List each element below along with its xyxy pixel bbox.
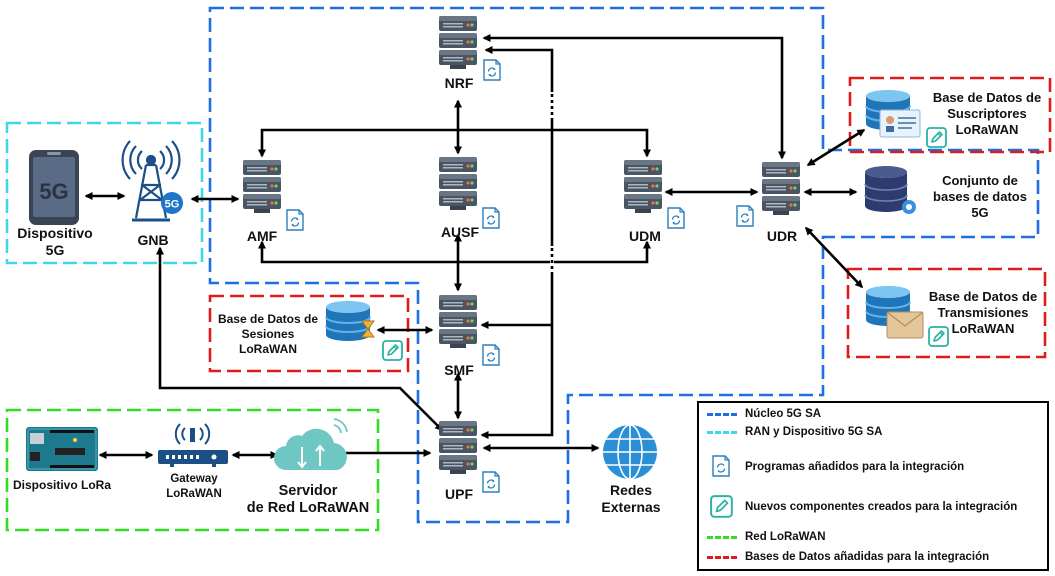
amf-program-icon — [286, 209, 304, 231]
legend-databases-label: Bases de Datos añadidas para la integrac… — [745, 551, 990, 563]
db-transmissions-box — [846, 267, 1047, 359]
nrf-label: NRF — [444, 75, 474, 91]
db-sessions-new-icon — [382, 340, 403, 361]
db-5g-icon — [864, 166, 916, 214]
antenna-5g-badge: 5G — [161, 192, 183, 214]
legend-lora: Red LoRaWAN — [699, 527, 826, 547]
cloud-server-icon — [274, 418, 348, 470]
smf-program-icon — [482, 344, 500, 366]
upf-program-icon — [482, 471, 500, 493]
amf-label: AMF — [246, 228, 278, 244]
smf-label: SMF — [444, 362, 474, 378]
smartphone-icon: 5G — [29, 150, 79, 225]
lora-device-board-icon — [26, 427, 98, 471]
amf-server-icon — [243, 160, 281, 213]
nrf-server-icon — [439, 16, 477, 69]
connectors — [84, 34, 866, 459]
udm-program-icon — [667, 207, 685, 229]
legend-lora-label: Red LoRaWAN — [745, 531, 826, 543]
globe-icon — [603, 424, 657, 480]
legend: Núcleo 5G SA RAN y Dispositivo 5G SA Pro… — [697, 401, 1049, 571]
antenna-tower-icon — [121, 140, 181, 222]
db-transmissions-icon — [865, 285, 924, 339]
upf-server-icon — [439, 421, 477, 474]
udr-server-icon — [762, 162, 800, 215]
legend-ran: RAN y Dispositivo 5G SA — [699, 422, 882, 442]
udm-label: UDM — [629, 228, 661, 244]
ausf-label: AUSF — [440, 224, 480, 240]
legend-programs-label: Programas añadidos para la integración — [745, 461, 965, 473]
legend-core: Núcleo 5G SA — [699, 404, 821, 424]
gnb-label: GNB — [137, 232, 169, 248]
device-lora-label: Dispositivo LoRa — [12, 478, 111, 492]
udr-program-icon — [736, 205, 754, 227]
svg-text:5G: 5G — [165, 199, 180, 211]
ausf-program-icon — [482, 207, 500, 229]
udm-server-icon — [624, 160, 662, 213]
ran-region — [5, 121, 204, 265]
phone-5g-text: 5G — [39, 179, 68, 204]
legend-core-label: Núcleo 5G SA — [745, 408, 822, 420]
db-sessions-icon — [325, 300, 375, 342]
ausf-server-icon — [439, 157, 477, 210]
db-subscribers-box — [848, 76, 1052, 154]
legend-ran-label: RAN y Dispositivo 5G SA — [745, 426, 883, 438]
new-component-icon — [710, 495, 733, 518]
db-subscribers-icon — [865, 89, 921, 138]
legend-programs: Programas añadidos para la integración — [699, 453, 964, 481]
upf-label: UPF — [445, 486, 473, 502]
gateway-device-icon — [158, 423, 228, 467]
udr-label: UDR — [766, 228, 798, 244]
nrf-program-icon — [483, 59, 501, 81]
legend-new-components: Nuevos componentes creados para la integ… — [699, 493, 1017, 521]
smf-server-icon — [439, 295, 477, 348]
legend-new-components-label: Nuevos componentes creados para la integ… — [745, 501, 1018, 513]
program-icon — [712, 455, 730, 477]
legend-databases: Bases de Datos añadidas para la integrac… — [699, 547, 989, 567]
